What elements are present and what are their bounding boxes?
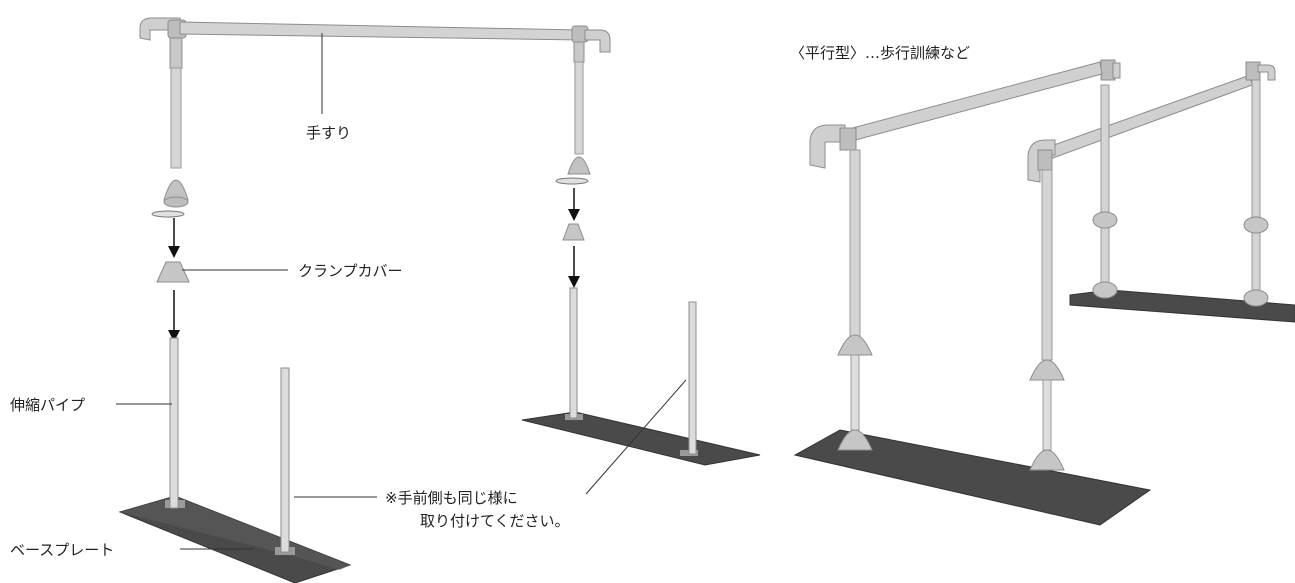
note-line-1: ※手前側も同じ様に xyxy=(385,489,518,507)
base-plate-label: ベースプレート xyxy=(10,541,115,559)
leader-lines xyxy=(116,33,687,550)
clamp-cover-part xyxy=(156,223,585,283)
clamp-ring xyxy=(151,177,589,218)
handrail-label: 手すり xyxy=(306,124,352,142)
exploded-assembly xyxy=(118,17,761,583)
handrail-part xyxy=(139,17,611,208)
note-line-2: 取り付けてください。 xyxy=(420,512,570,530)
assembly-arrows xyxy=(168,188,580,342)
telescopic-pipe-part xyxy=(169,337,290,553)
base-plate-part xyxy=(118,495,352,583)
parallel-type-illustration xyxy=(793,59,1295,526)
telescopic-pipe-part-back xyxy=(569,287,697,455)
base-plate-part-back xyxy=(521,411,761,466)
parallel-type-label: 〈平行型〉…歩行訓練など xyxy=(790,44,971,62)
telescopic-pipe-label: 伸縮パイプ xyxy=(10,396,86,414)
clamp-cover-label: クランプカバー xyxy=(298,262,403,280)
